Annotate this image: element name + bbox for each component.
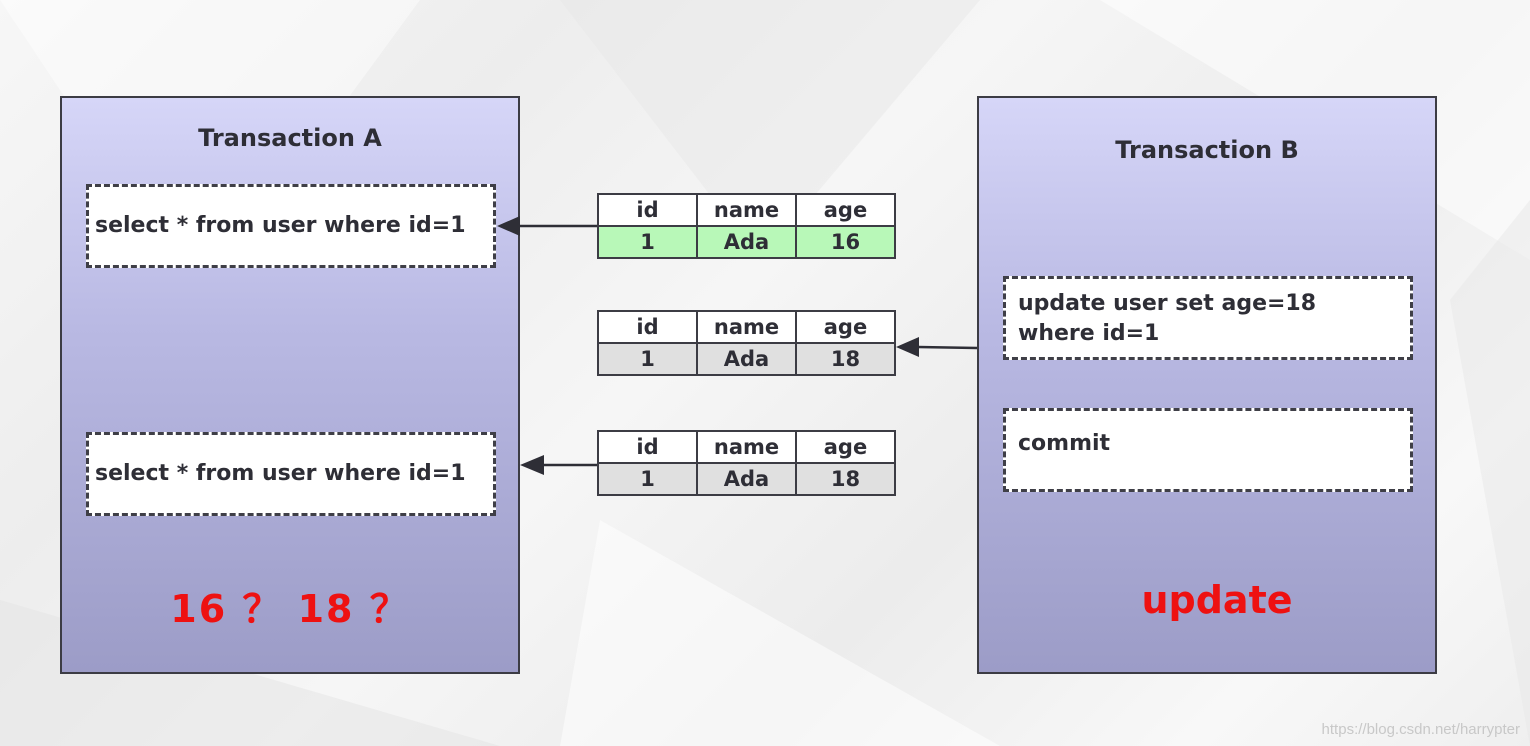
watermark: https://blog.csdn.net/harrypter bbox=[1321, 721, 1520, 738]
transaction-b-update-text: update user set age=18 where id=1 bbox=[1018, 291, 1317, 346]
table-cell-age: 18 bbox=[795, 462, 896, 496]
arrow-table3-to-select2 bbox=[520, 455, 597, 475]
table-header-age: age bbox=[795, 310, 896, 344]
transaction-a-question: 16 ？ 18 ？ bbox=[170, 587, 410, 631]
table-header-name: name bbox=[696, 430, 797, 464]
transaction-b-commit-text: commit bbox=[1018, 431, 1111, 456]
table-row: 1 Ada 18 bbox=[597, 342, 896, 376]
table-cell-name: Ada bbox=[696, 225, 797, 259]
arrow-table1-to-select1 bbox=[497, 216, 597, 236]
table-header-age: age bbox=[795, 430, 896, 464]
table-row: 1 Ada 18 bbox=[597, 462, 896, 496]
transaction-a-select-1-text: select * from user where id=1 bbox=[95, 213, 466, 238]
table-header-name: name bbox=[696, 310, 797, 344]
transaction-a-select-2-text: select * from user where id=1 bbox=[95, 461, 466, 486]
transaction-a-select-1: select * from user where id=1 bbox=[86, 184, 496, 268]
table-cell-id: 1 bbox=[597, 462, 698, 496]
transaction-b-panel: Transaction B update user set age=18 whe… bbox=[977, 96, 1437, 674]
table-cell-id: 1 bbox=[597, 225, 698, 259]
transaction-b-label: update bbox=[1141, 578, 1293, 622]
table-cell-age: 16 bbox=[795, 225, 896, 259]
table-cell-id: 1 bbox=[597, 342, 698, 376]
table-cell-name: Ada bbox=[696, 462, 797, 496]
table-header-name: name bbox=[696, 193, 797, 227]
table-cell-age: 18 bbox=[795, 342, 896, 376]
transaction-a-select-2: select * from user where id=1 bbox=[86, 432, 496, 516]
transaction-a-panel: Transaction A select * from user where i… bbox=[60, 96, 520, 674]
table-header-id: id bbox=[597, 430, 698, 464]
table-cell-name: Ada bbox=[696, 342, 797, 376]
row-table-1: id name age 1 Ada 16 bbox=[597, 193, 896, 259]
transaction-b-update-statement: update user set age=18 where id=1 bbox=[1003, 276, 1413, 360]
table-row: 1 Ada 16 bbox=[597, 225, 896, 259]
transaction-a-title: Transaction A bbox=[198, 124, 382, 152]
table-header-id: id bbox=[597, 310, 698, 344]
arrow-update-to-table2 bbox=[896, 337, 978, 357]
transaction-b-title: Transaction B bbox=[1115, 136, 1299, 164]
table-header-id: id bbox=[597, 193, 698, 227]
row-table-3: id name age 1 Ada 18 bbox=[597, 430, 896, 496]
table-header-age: age bbox=[795, 193, 896, 227]
transaction-b-commit-statement: commit bbox=[1003, 408, 1413, 492]
row-table-2: id name age 1 Ada 18 bbox=[597, 310, 896, 376]
